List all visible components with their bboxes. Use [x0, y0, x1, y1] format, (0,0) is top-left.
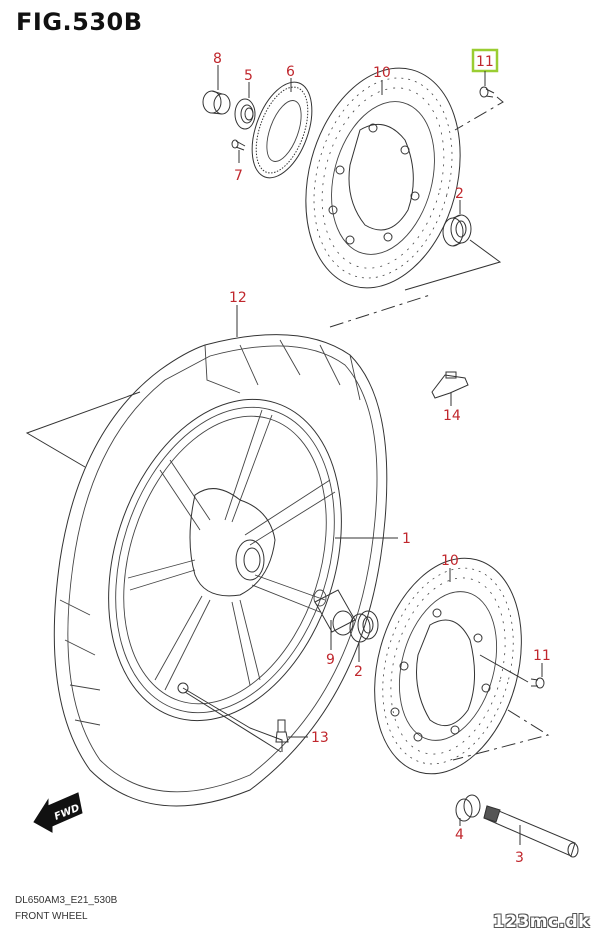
- part-5-screw[interactable]: [231, 139, 246, 151]
- callout-9[interactable]: 9: [326, 652, 335, 668]
- watermark-logo: 123mc.dk: [492, 912, 590, 932]
- callout-1[interactable]: 1: [402, 531, 411, 547]
- callout-2-lower[interactable]: 2: [354, 664, 363, 680]
- callout-11-lower[interactable]: 11: [533, 648, 551, 664]
- figure-title: FIG.530B: [16, 8, 143, 36]
- diagram-code: DL650AM3_E21_530B: [15, 895, 118, 906]
- part-6-front-axle[interactable]: [483, 805, 579, 858]
- callout-4[interactable]: 6: [286, 64, 295, 80]
- part-2-bearing-lower[interactable]: [349, 610, 379, 643]
- part-2-bearing-upper[interactable]: [442, 214, 472, 247]
- part-3-oil-seal[interactable]: [234, 98, 256, 130]
- callout-2-upper[interactable]: 2: [455, 186, 464, 202]
- callout-12[interactable]: 12: [229, 290, 247, 306]
- callout-8[interactable]: 8: [213, 51, 222, 67]
- part-11-disc-bolt-lower[interactable]: [530, 677, 545, 689]
- part-10-brake-disc-upper[interactable]: [283, 51, 484, 306]
- part-13-valve[interactable]: [275, 719, 289, 743]
- callout-7[interactable]: 4: [455, 827, 464, 843]
- part-11-disc-bolt-upper[interactable]: [479, 86, 495, 98]
- callout-10-lower[interactable]: 10: [441, 553, 459, 569]
- callout-14[interactable]: 14: [443, 408, 461, 424]
- fwd-direction-indicator: FWD: [33, 792, 83, 833]
- callout-13[interactable]: 13: [311, 730, 329, 746]
- part-4-sensor-ring[interactable]: [240, 74, 323, 186]
- part-7-spacer[interactable]: [455, 794, 481, 822]
- part-14-balancer-weight[interactable]: [431, 371, 469, 399]
- part-10-brake-disc-lower[interactable]: [352, 542, 544, 791]
- callout-11-upper[interactable]: 11: [476, 54, 494, 70]
- callout-10-upper[interactable]: 10: [373, 65, 391, 81]
- diagram-name: FRONT WHEEL: [15, 911, 88, 922]
- callout-5[interactable]: 7: [234, 168, 243, 184]
- callout-3[interactable]: 5: [244, 68, 253, 84]
- callout-6[interactable]: 3: [515, 850, 524, 866]
- part-12-tire[interactable]: [53, 334, 388, 807]
- part-8-collar[interactable]: [202, 90, 231, 115]
- part-9-center-spacer[interactable]: [313, 589, 356, 636]
- part-1-wheel-rim[interactable]: [69, 369, 380, 751]
